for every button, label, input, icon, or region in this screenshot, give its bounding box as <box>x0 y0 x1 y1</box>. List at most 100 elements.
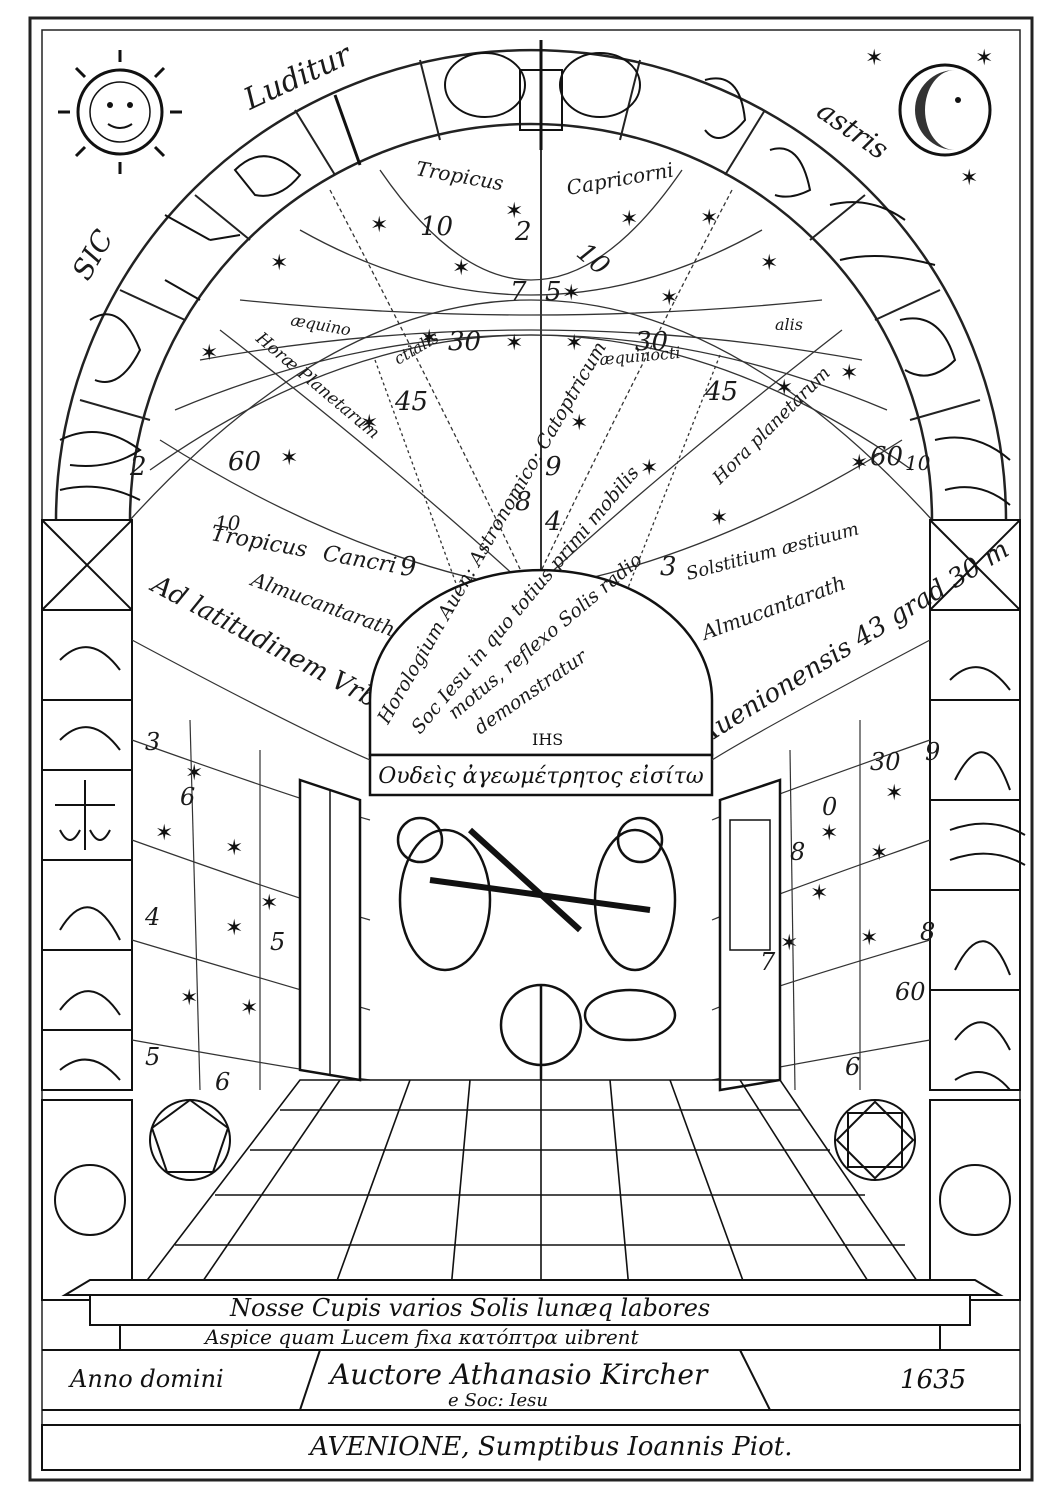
svg-text:✶: ✶ <box>565 331 583 356</box>
svg-text:6: 6 <box>215 1068 230 1096</box>
svg-text:4: 4 <box>544 507 562 537</box>
svg-text:✶: ✶ <box>260 891 278 916</box>
svg-text:✶: ✶ <box>810 881 828 906</box>
svg-text:10: 10 <box>215 511 241 535</box>
svg-text:✶: ✶ <box>775 376 793 401</box>
svg-text:9: 9 <box>400 552 417 582</box>
svg-text:5: 5 <box>545 277 562 307</box>
svg-text:✶: ✶ <box>180 986 198 1011</box>
tiled-floor <box>130 1079 932 1301</box>
svg-text:2: 2 <box>514 217 532 247</box>
geometric-figures <box>149 1098 916 1181</box>
svg-text:7: 7 <box>760 948 776 976</box>
greek-inscription: Ουδεὶς ἀγεωμέτρητος εἰσίτω <box>378 764 704 789</box>
left-pillar <box>41 519 133 1301</box>
svg-text:60: 60 <box>228 447 261 477</box>
svg-text:10: 10 <box>420 212 453 242</box>
plinth-line-2: Aspice quam Lucem fixa κατόπτρα uibrent <box>205 1325 639 1349</box>
svg-text:5: 5 <box>270 928 285 956</box>
svg-text:4: 4 <box>144 903 160 931</box>
svg-text:9: 9 <box>545 452 562 482</box>
svg-text:✶: ✶ <box>850 451 868 476</box>
wall-numbers: 3 6 4 5 5 6 9 30 8 7 8 60 6 0 <box>144 728 940 1096</box>
outer-border <box>28 16 1034 1482</box>
svg-text:✶: ✶ <box>225 836 243 861</box>
svg-text:✶: ✶ <box>200 341 218 366</box>
svg-text:30: 30 <box>635 327 668 357</box>
svg-text:8: 8 <box>920 918 935 946</box>
svg-text:8: 8 <box>515 487 532 517</box>
svg-text:✶: ✶ <box>840 361 858 386</box>
pillar-zodiac-figures <box>54 646 1026 1236</box>
svg-text:✶: ✶ <box>975 46 993 71</box>
stars: ✶✶✶ ✶✶✶ ✶✶✶ ✶✶✶ ✶✶✶ ✶✶✶ ✶✶✶ ✶✶✶ ✶✶✶ ✶✶✶ … <box>155 46 993 1021</box>
hour-numbers: 10 2 10 7 5 30 30 45 45 60 60 10 10 9 9 … <box>129 212 931 582</box>
svg-text:✶: ✶ <box>505 331 523 356</box>
svg-text:3: 3 <box>660 552 677 582</box>
svg-text:✶: ✶ <box>240 996 258 1021</box>
svg-text:✶: ✶ <box>562 281 580 306</box>
tropic-capricorn-right: Capricorni <box>565 158 676 200</box>
svg-text:10: 10 <box>905 451 931 475</box>
svg-text:✶: ✶ <box>710 506 728 531</box>
svg-text:60: 60 <box>870 442 903 472</box>
svg-text:30: 30 <box>448 327 481 357</box>
ihs-monogram: IHS <box>532 730 563 749</box>
motto-astris: astris <box>811 94 895 166</box>
almucantarath-right: Almucantarath <box>697 570 849 645</box>
svg-text:9: 9 <box>925 738 940 766</box>
svg-text:✶: ✶ <box>620 207 638 232</box>
greek-banner-box <box>368 753 714 797</box>
svg-text:3: 3 <box>145 728 160 756</box>
svg-text:2: 2 <box>129 452 147 482</box>
hora-planetarum-left: Horæ Planetarum <box>251 328 383 443</box>
cherubs-with-instrument <box>396 816 677 1080</box>
svg-text:✶: ✶ <box>760 251 778 276</box>
motto-sic: SIC <box>65 224 119 285</box>
svg-text:6: 6 <box>845 1053 860 1081</box>
svg-text:✶: ✶ <box>505 199 523 224</box>
publisher-imprint: AVENIONE, Sumptibus Ioannis Piot. <box>310 1432 793 1462</box>
aequinoctialis-left-1: æquino <box>289 310 352 339</box>
right-window <box>718 778 782 1092</box>
svg-text:✶: ✶ <box>370 213 388 238</box>
tropic-cancer-right: Cancri <box>321 541 398 578</box>
aequinoctialis-right-2: alis <box>775 315 803 334</box>
svg-text:✶: ✶ <box>860 926 878 951</box>
svg-text:✶: ✶ <box>360 411 378 436</box>
plinth-line-1: Nosse Cupis varios Solis lunæq labores <box>230 1294 711 1322</box>
tropic-capricorn-left: Tropicus <box>414 156 505 195</box>
zodiac-figures <box>59 77 1011 506</box>
svg-text:✶: ✶ <box>660 286 678 311</box>
author-line: Auctore Athanasio Kircher <box>330 1358 708 1391</box>
svg-text:30: 30 <box>870 748 901 776</box>
svg-text:5: 5 <box>145 1043 160 1071</box>
svg-text:✶: ✶ <box>960 166 978 191</box>
svg-text:✶: ✶ <box>420 326 438 351</box>
svg-text:✶: ✶ <box>820 821 838 846</box>
plinth <box>41 1279 1021 1471</box>
svg-text:✶: ✶ <box>865 46 883 71</box>
svg-text:✶: ✶ <box>155 821 173 846</box>
year: 1635 <box>900 1365 967 1395</box>
svg-text:✶: ✶ <box>870 841 888 866</box>
svg-text:10: 10 <box>571 237 616 281</box>
svg-text:✶: ✶ <box>700 206 718 231</box>
moon-icon <box>898 63 992 157</box>
society-line: e Soc: Iesu <box>448 1390 549 1411</box>
lunette <box>368 568 714 757</box>
svg-text:6: 6 <box>180 783 195 811</box>
svg-text:7: 7 <box>510 277 527 307</box>
left-window <box>298 778 362 1082</box>
svg-text:✶: ✶ <box>780 931 798 956</box>
svg-text:✶: ✶ <box>640 456 658 481</box>
svg-text:✶: ✶ <box>225 916 243 941</box>
sun-icon <box>58 50 182 174</box>
svg-text:✶: ✶ <box>280 446 298 471</box>
svg-text:45: 45 <box>394 387 428 417</box>
svg-text:✶: ✶ <box>570 411 588 436</box>
svg-text:8: 8 <box>790 838 805 866</box>
svg-text:✶: ✶ <box>185 761 203 786</box>
svg-text:60: 60 <box>895 978 926 1006</box>
